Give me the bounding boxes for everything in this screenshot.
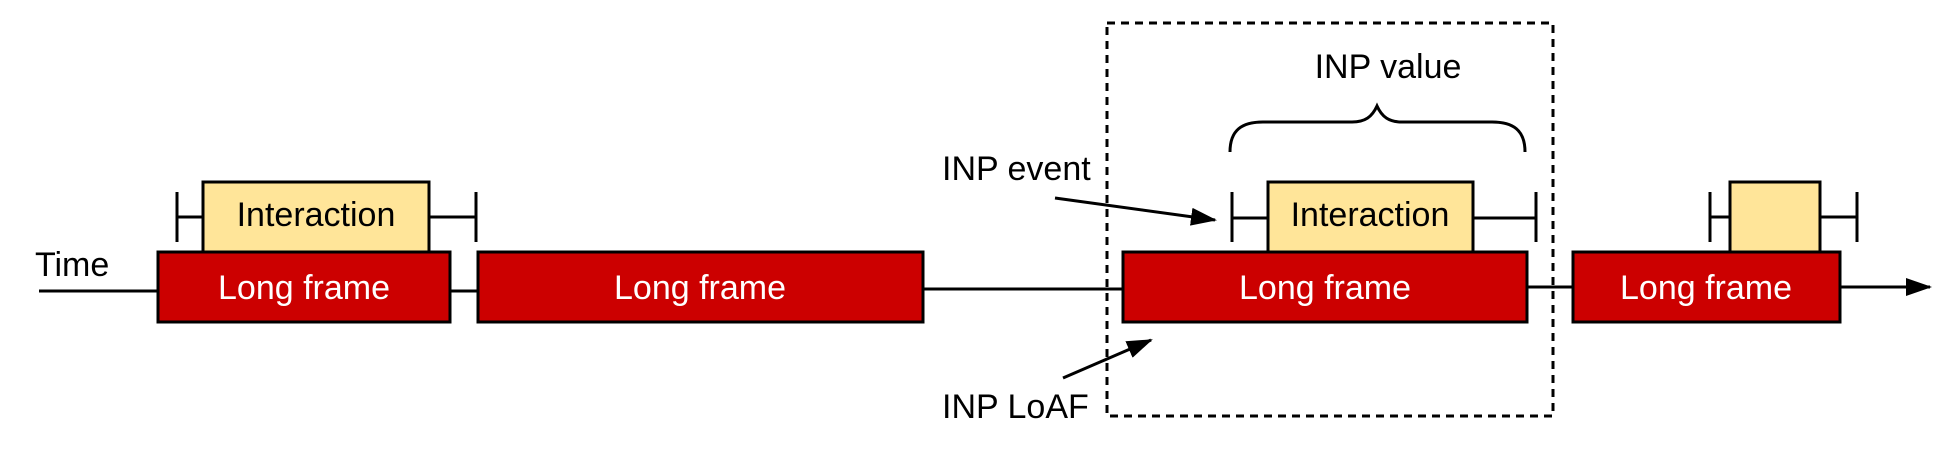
inp-value-label: INP value: [1315, 48, 1462, 86]
interaction-group-2: Interaction: [1230, 180, 1538, 254]
interaction-label-1: Interaction: [237, 196, 396, 234]
inp-event-arrow: [1054, 196, 1217, 226]
long-frame-group-1: Long frame: [156, 250, 452, 324]
interaction-group-3: [1708, 180, 1859, 254]
inp-value-brace: [1228, 102, 1527, 153]
long-frame-label-3: Long frame: [1239, 269, 1411, 307]
long-frame-group-4: Long frame: [1571, 250, 1842, 324]
long-frame-bar-1: [156, 250, 452, 324]
interaction-bar-3: [1728, 180, 1822, 254]
inp-event-annotation: INP event: [942, 150, 1217, 226]
timeline: Time: [35, 246, 1932, 296]
interaction-bar-2: [1266, 180, 1475, 254]
long-frame-bar-3: [1121, 250, 1529, 324]
long-frame-group-2: Long frame: [476, 250, 925, 324]
inp-loaf-annotation: INP LoAF: [942, 338, 1153, 426]
timeline-label: Time: [35, 246, 109, 284]
long-frame-label-2: Long frame: [614, 269, 786, 307]
long-frame-bar-2: [476, 250, 925, 324]
interaction-label-2: Interaction: [1291, 196, 1450, 234]
interaction-bar-1: [201, 180, 431, 254]
inp-loaf-arrow: [1062, 338, 1153, 380]
interaction-group-1: Interaction: [175, 180, 478, 254]
inp-value-annotation: INP value: [1228, 48, 1527, 153]
inp-event-label: INP event: [942, 150, 1091, 188]
long-frame-label-1: Long frame: [218, 269, 390, 307]
long-frame-label-4: Long frame: [1620, 269, 1792, 307]
long-frame-group-3: Long frame: [1121, 250, 1529, 324]
inp-loaf-label: INP LoAF: [942, 388, 1089, 426]
long-frame-bar-4: [1571, 250, 1842, 324]
